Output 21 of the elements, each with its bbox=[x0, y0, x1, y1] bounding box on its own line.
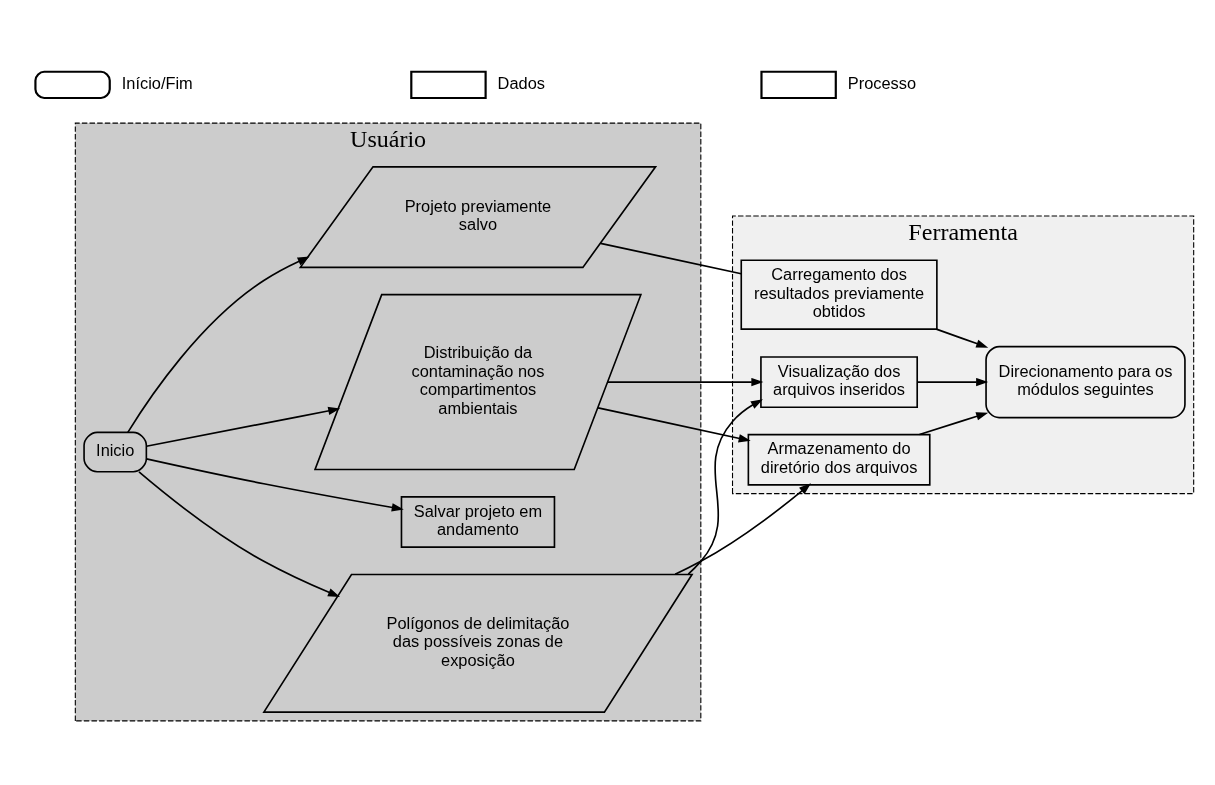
arrow bbox=[606, 377, 763, 387]
legend-label: Processo bbox=[847, 73, 916, 92]
arrow bbox=[145, 458, 404, 512]
arrow bbox=[145, 406, 340, 448]
arrow bbox=[673, 483, 811, 576]
connector bbox=[599, 242, 742, 275]
arrow bbox=[686, 399, 763, 575]
node-box: Carregamento dos resultados previamente obtidos bbox=[739, 259, 938, 330]
arrow bbox=[935, 328, 988, 348]
arrow bbox=[916, 377, 988, 387]
node-box: Direcionamento para os módulos seguintes bbox=[984, 345, 1186, 419]
arrow bbox=[596, 407, 751, 443]
legend-label: Início/Fim bbox=[121, 73, 193, 92]
arrow bbox=[918, 412, 988, 436]
node-box: Armazenamento do diretório dos arquivos bbox=[747, 433, 931, 486]
legend-label: Dados bbox=[497, 73, 545, 92]
arrow bbox=[137, 471, 340, 597]
arrow bbox=[126, 256, 310, 434]
node-box: Inicio bbox=[82, 431, 147, 473]
node-box: Salvar projeto em andamento bbox=[400, 496, 555, 548]
node-box: Visualização dos arquivos inseridos bbox=[759, 356, 918, 409]
